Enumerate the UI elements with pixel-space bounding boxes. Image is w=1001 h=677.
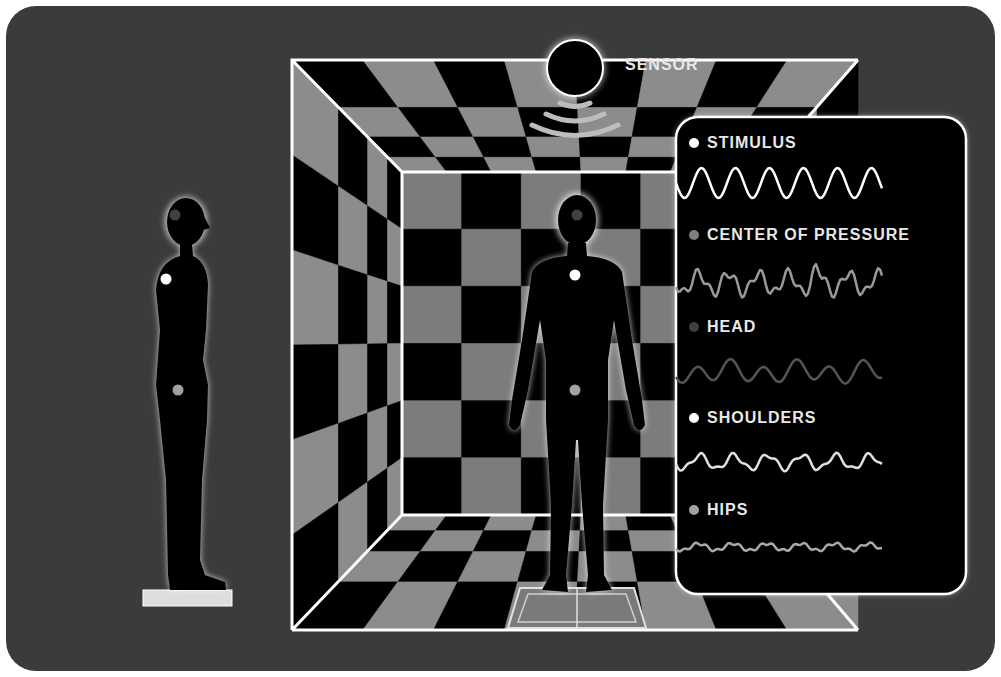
checker-cell	[473, 137, 532, 157]
checker-cell	[368, 275, 388, 344]
legend-item: CENTER OF PRESSURE	[689, 225, 910, 245]
checker-cell	[402, 229, 462, 286]
checker-cell	[462, 229, 522, 286]
side-view-person	[143, 197, 232, 606]
checker-cell	[434, 60, 518, 107]
checker-cell	[436, 157, 492, 172]
legend-dot	[689, 413, 699, 423]
checker-cell	[402, 172, 462, 229]
checker-cell	[434, 581, 518, 630]
checker-cell	[458, 551, 526, 581]
checker-cell	[436, 515, 492, 530]
legend-dot	[689, 322, 699, 332]
sensor-label: SENSOR	[625, 56, 699, 74]
checker-cell	[462, 458, 522, 515]
front-view-person	[509, 193, 645, 592]
checker-cell	[462, 344, 522, 401]
background	[6, 6, 995, 671]
checker-cell	[518, 551, 579, 581]
signal-trace	[676, 264, 882, 297]
legend-text: CENTER OF PRESSURE	[707, 226, 910, 244]
checker-cell	[339, 344, 368, 423]
checker-cell	[339, 265, 368, 344]
checker-cell	[388, 219, 403, 286]
checker-cell	[526, 137, 580, 157]
legend-text: HIPS	[707, 501, 748, 519]
checker-cell	[402, 344, 462, 401]
legend-item: HEAD	[689, 317, 756, 337]
checker-cell	[473, 530, 532, 551]
checker-cell	[626, 515, 677, 530]
checker-cell	[292, 155, 339, 265]
legend-item: STIMULUS	[689, 133, 797, 153]
checker-cell	[458, 107, 526, 137]
checker-cell	[580, 157, 628, 172]
checker-cell	[388, 401, 403, 468]
checker-cell	[388, 344, 403, 406]
signal-trace	[676, 542, 882, 551]
signal-trace	[676, 453, 882, 471]
signal-trace	[676, 168, 882, 198]
signal-traces	[676, 168, 882, 552]
force-plate	[508, 588, 646, 628]
legend-dot	[689, 505, 699, 515]
legend-dot	[689, 230, 699, 240]
legend-dot	[689, 138, 699, 148]
checker-cell	[421, 137, 484, 157]
checker-cell	[462, 172, 522, 229]
legend-item: SHOULDERS	[689, 408, 816, 428]
sensor	[532, 38, 618, 136]
checker-cell	[626, 157, 677, 172]
checker-cell	[462, 286, 522, 343]
checker-cell	[402, 458, 462, 515]
checker-cell	[368, 206, 388, 282]
checker-cell	[339, 186, 368, 275]
checker-cell	[402, 401, 462, 458]
legend-text: SHOULDERS	[707, 409, 816, 427]
checker-cell	[484, 515, 536, 530]
legend-text: HEAD	[707, 318, 756, 336]
signal-panel	[676, 117, 966, 594]
checker-cell	[421, 530, 484, 551]
checker-cell	[484, 157, 536, 172]
signal-trace	[676, 359, 882, 383]
legend-item: HIPS	[689, 500, 748, 520]
checker-cell	[388, 282, 403, 344]
checker-cell	[368, 344, 388, 413]
checker-cell	[292, 250, 339, 345]
legend-text: STIMULUS	[707, 134, 797, 152]
checker-cell	[532, 157, 581, 172]
checker-cell	[402, 286, 462, 343]
checker-cell	[579, 137, 632, 157]
